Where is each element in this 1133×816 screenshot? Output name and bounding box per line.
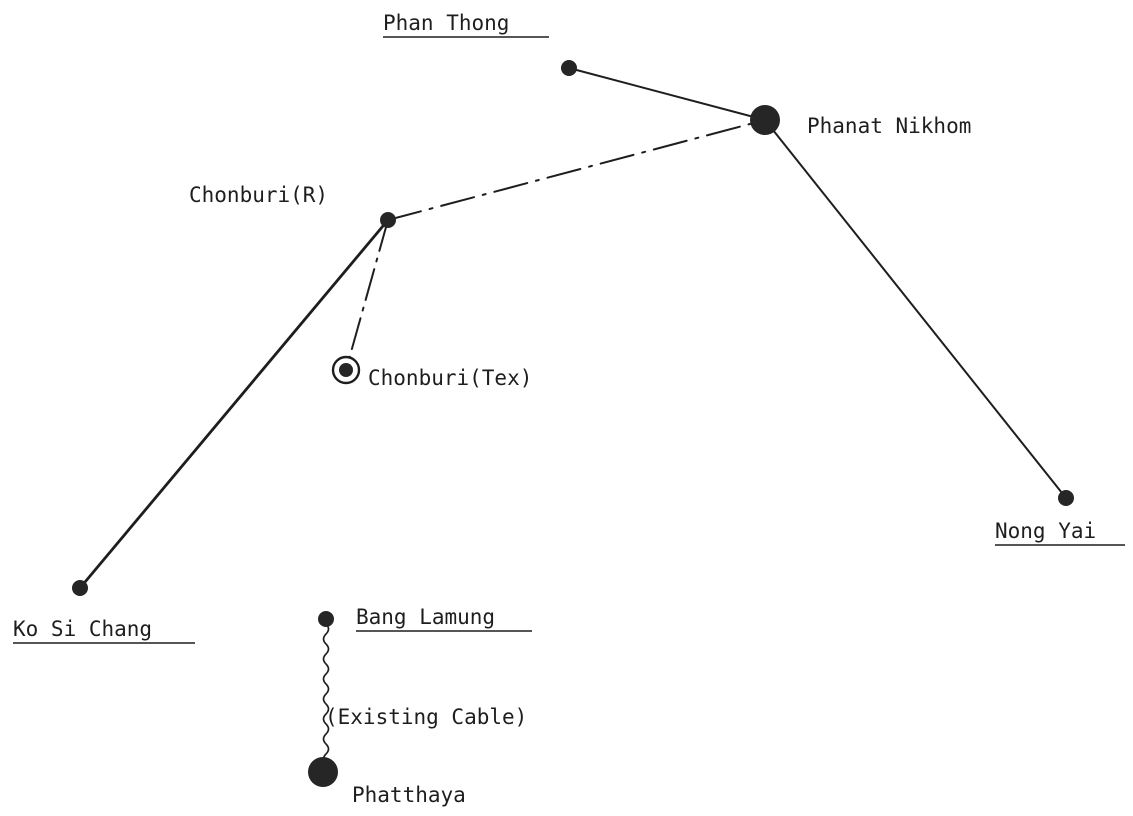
label-phatthaya: Phatthaya [352, 783, 466, 807]
node-chonburi-r [380, 212, 396, 228]
label-nong-yai: Nong Yai [995, 519, 1096, 543]
node-phatthaya [308, 757, 338, 787]
label-phan-thong: Phan Thong [383, 11, 509, 35]
node-nong-yai [1058, 490, 1074, 506]
node-phanat-nikhom [750, 105, 780, 135]
link-phanatnikhom-nongyai [764, 119, 1067, 499]
label-chonburi-r: Chonburi(R) [189, 183, 328, 207]
node-ko-si-chang [72, 580, 88, 596]
links [78, 67, 1067, 785]
label-phanat-nikhom: Phanat Nikhom [807, 114, 971, 138]
node-bang-lamung [318, 611, 334, 627]
link-chonburir-kosichang [78, 218, 390, 590]
label-chonburi-tex: Chonburi(Tex) [368, 366, 532, 390]
node-phan-thong [561, 60, 577, 76]
link-banglamung-phatthaya-cable [322, 623, 330, 785]
label-existing-cable: (Existing Cable) [325, 705, 527, 729]
label-ko-si-chang: Ko Si Chang [13, 617, 152, 641]
link-phanthong-phanatnikhom [568, 67, 766, 121]
link-chonburir-phanatnikhom [387, 119, 766, 221]
label-bang-lamung: Bang Lamung [356, 605, 495, 629]
node-chonburi-tex [331, 355, 361, 385]
nodes [72, 60, 1074, 787]
labels: Phan Thong Phanat Nikhom Chonburi(R) Cho… [13, 11, 1125, 807]
link-chonburir-chonburitex [345, 219, 389, 371]
